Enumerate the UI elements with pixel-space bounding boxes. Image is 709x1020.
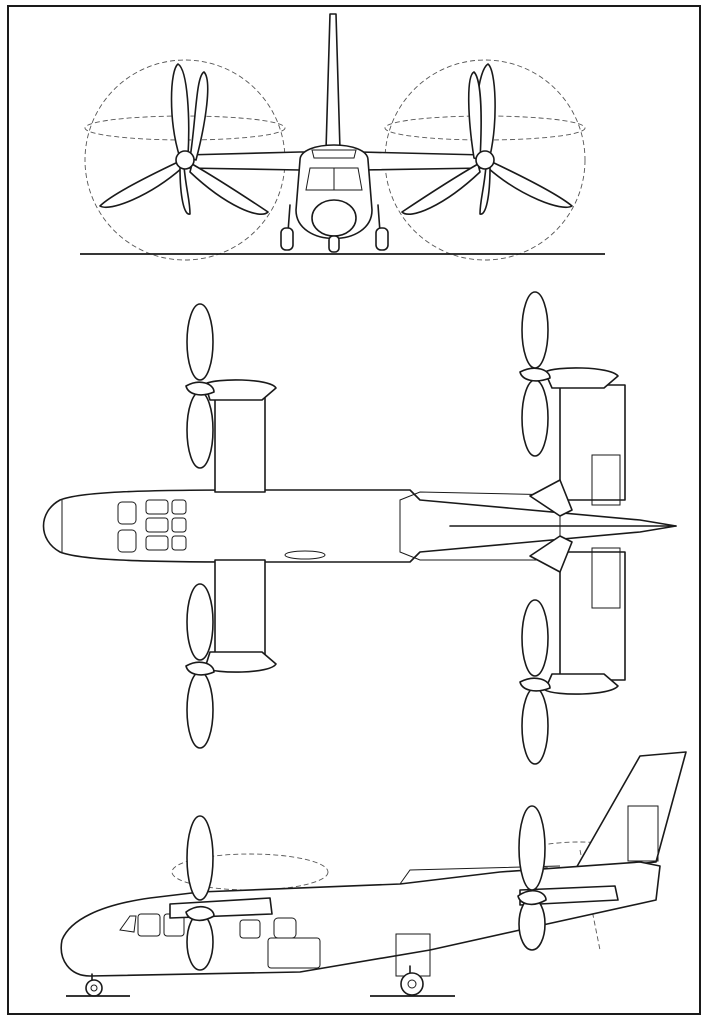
top-rear-propellers xyxy=(519,291,551,765)
top-view xyxy=(42,291,677,765)
side-cabin-door xyxy=(267,937,321,969)
front-view xyxy=(80,13,605,261)
side-rear-propeller xyxy=(517,805,547,951)
right-propeller xyxy=(401,63,573,215)
front-fuselage xyxy=(295,144,373,240)
front-fin xyxy=(325,13,341,151)
top-right-tailplane xyxy=(559,551,626,681)
side-front-propeller xyxy=(185,815,215,971)
side-main-wheel xyxy=(400,972,424,996)
top-front-propellers xyxy=(185,303,215,749)
front-right-wheel xyxy=(375,227,389,251)
side-view xyxy=(60,751,687,997)
left-propeller xyxy=(99,63,269,215)
sheet-border xyxy=(7,5,701,1015)
left-spinner xyxy=(175,150,195,170)
right-spinner xyxy=(475,150,495,170)
front-windscreen xyxy=(305,167,363,191)
side-fin xyxy=(574,751,687,871)
front-left-wheel xyxy=(280,227,294,251)
front-nose-wheel xyxy=(328,235,340,253)
side-fuselage xyxy=(60,861,661,977)
top-left-main-wing xyxy=(214,397,266,493)
top-cockpit-windows xyxy=(117,499,187,553)
top-right-main-wing xyxy=(214,559,266,656)
side-nose-wheel xyxy=(85,979,103,997)
